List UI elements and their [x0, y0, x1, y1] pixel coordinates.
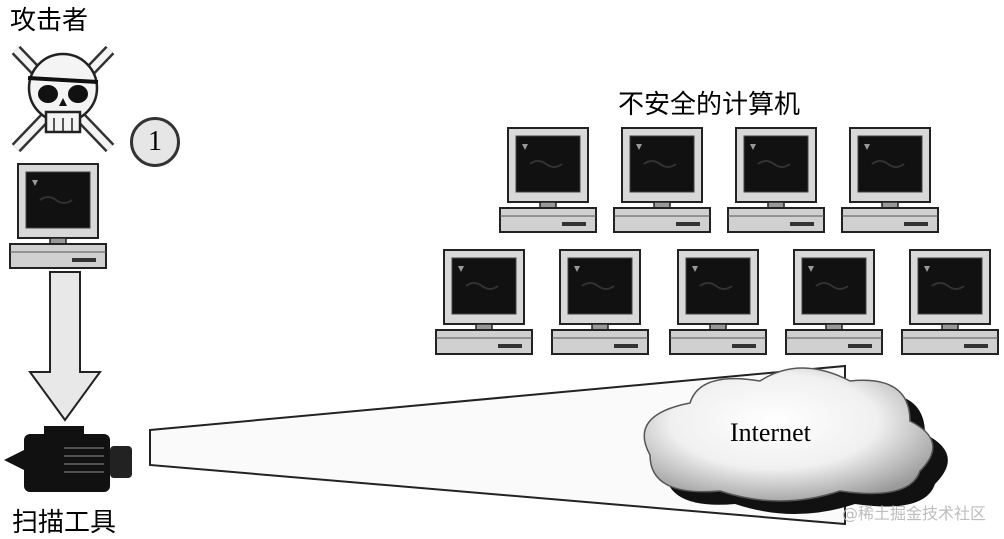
computer-icon — [435, 249, 533, 355]
insecure-computers-row-2 — [435, 249, 999, 355]
computer-icon — [499, 127, 597, 233]
computer-icon — [551, 249, 649, 355]
watermark: @稀土掘金技术社区 — [841, 504, 986, 523]
computer-icon — [785, 249, 883, 355]
scanner-label: 扫描工具 — [12, 508, 117, 538]
insecure-computers-row-1 — [499, 127, 939, 233]
computer-icon — [613, 127, 711, 233]
insecure-computers-label: 不安全的计算机 — [618, 90, 801, 120]
computer-icon — [727, 127, 825, 233]
step-badge: 1 — [130, 117, 180, 167]
computer-icon — [901, 249, 999, 355]
attacker-computer-icon — [9, 163, 107, 269]
computer-icon — [841, 127, 939, 233]
arrow-down-icon — [28, 271, 102, 422]
attacker-label: 攻击者 — [10, 6, 89, 36]
camera-icon — [4, 426, 132, 492]
computer-icon — [669, 249, 767, 355]
cloud-icon — [643, 367, 934, 502]
skull-crossbones-icon — [11, 45, 115, 153]
internet-label: Internet — [730, 418, 811, 447]
